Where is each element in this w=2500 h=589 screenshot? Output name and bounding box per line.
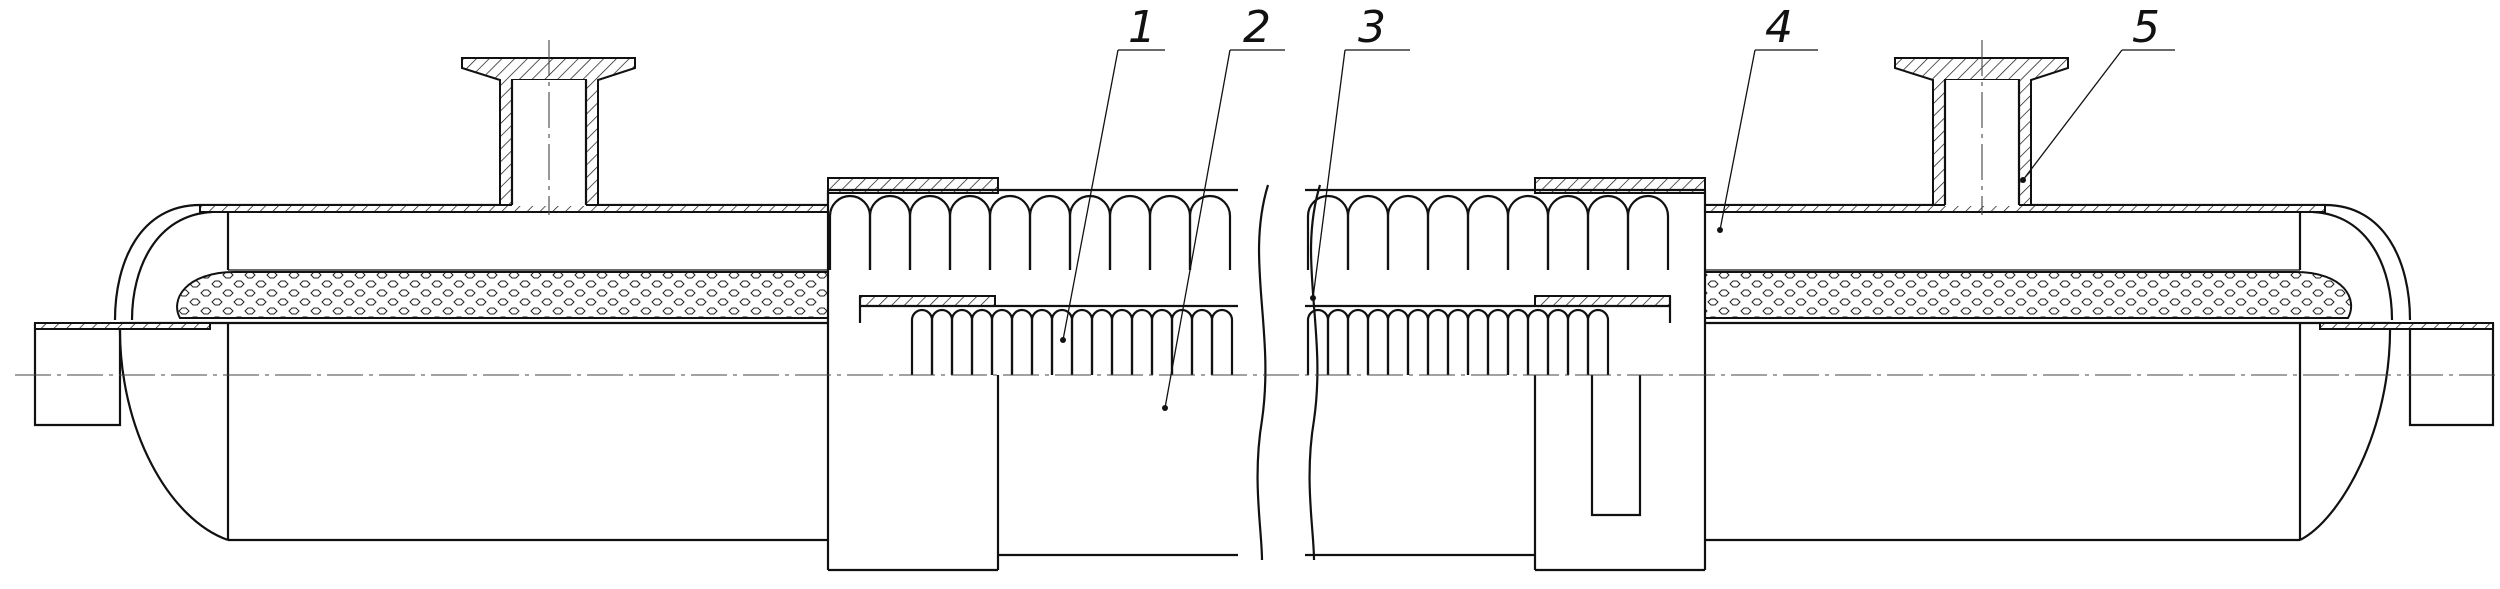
leader-2 — [1162, 49, 1285, 411]
callout-2: 2 — [1243, 2, 1271, 53]
bellows-convolution — [948, 194, 992, 270]
callout-4: 4 — [1765, 2, 1793, 53]
leader-1 — [1060, 49, 1165, 343]
callout-3: 3 — [1358, 2, 1386, 53]
bellows-convolution — [1188, 194, 1232, 270]
bellows-convolution — [1546, 194, 1590, 270]
bellows-convolution — [988, 194, 1032, 270]
bellows-convolution — [1466, 194, 1510, 270]
bellows-convolution — [1386, 194, 1430, 270]
pipe-end-left — [33, 322, 211, 427]
callout-5: 5 — [2132, 2, 2160, 53]
bellows-upper — [828, 194, 1670, 270]
bellows-convolution — [1626, 194, 1670, 270]
bellows-convolution — [1586, 194, 1630, 270]
bellows-convolution — [868, 194, 912, 270]
bellows-convolution — [1306, 194, 1350, 270]
nozzle-right — [1894, 57, 2069, 206]
leader-4 — [1717, 49, 1818, 233]
bellows-convolution — [1346, 194, 1390, 270]
nozzle-left — [461, 57, 636, 206]
bellows-convolution — [1148, 194, 1192, 270]
leader-3 — [1310, 49, 1410, 301]
bellows-convolution — [1426, 194, 1470, 270]
leader-5 — [2020, 49, 2175, 183]
bellows-convolution — [1506, 194, 1550, 270]
bellows-convolution — [1108, 194, 1152, 270]
bellows-convolution-inner — [1210, 308, 1234, 375]
bellows-lower — [910, 308, 1610, 375]
bellows-convolution — [828, 194, 872, 270]
center-block-right — [1305, 177, 1707, 572]
pipe-end-right — [2319, 322, 2495, 427]
bellows-convolution — [908, 194, 952, 270]
bellows-convolution — [1028, 194, 1072, 270]
bellows-convolution-inner — [1586, 308, 1610, 375]
inner-pipe-band — [858, 295, 1672, 323]
callout-1: 1 — [1128, 2, 1156, 53]
